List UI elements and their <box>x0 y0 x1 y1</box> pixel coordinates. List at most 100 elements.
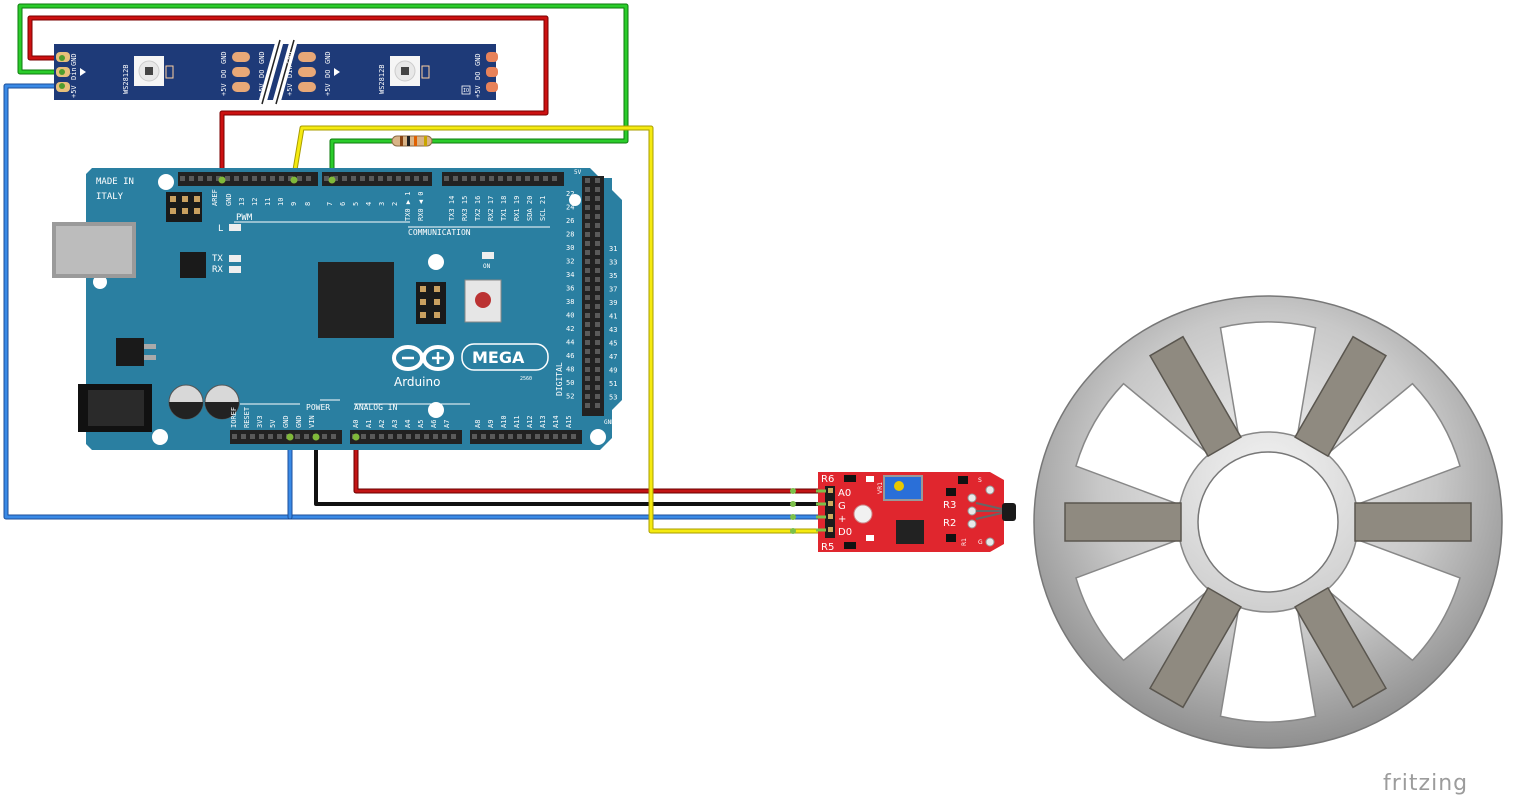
pin-label-digital: 51 <box>609 380 617 388</box>
pin-hole <box>490 434 495 439</box>
capacitors <box>168 384 240 420</box>
strip-mid-do-label: DO <box>220 70 228 78</box>
pin-hole <box>585 223 590 228</box>
magnets <box>1064 335 1472 709</box>
pin-label-digital: 34 <box>566 271 574 279</box>
pin-label-top: 7 <box>326 202 334 206</box>
pin-label-comm: TX3 14 <box>448 196 456 221</box>
pin-hole <box>585 394 590 399</box>
pin-hole <box>585 286 590 291</box>
arduino-mega-board: MADE IN ITALY PWM COMMUNICATION L TX RX … <box>52 168 622 450</box>
pin-hole <box>342 176 347 181</box>
pin-hole <box>595 241 600 246</box>
pin-label-power: 5V <box>269 419 277 428</box>
sensor-d0-label: D0 <box>838 527 852 538</box>
pin-label-comm: TX1 18 <box>500 196 508 221</box>
pin-label-analog: A5 <box>417 420 425 428</box>
pin-label-digital: 26 <box>566 217 574 225</box>
led-chip-1: WS2812B <box>122 56 174 94</box>
strip-mid-5v-label: +5V <box>220 83 228 96</box>
pin-label-digital: 37 <box>609 286 617 294</box>
pin-hole <box>595 232 600 237</box>
pin-hole <box>544 434 549 439</box>
pin-label-top: GND <box>225 193 233 206</box>
pin-label-digital: 53 <box>609 394 617 402</box>
pin-hole <box>571 434 576 439</box>
pin-hole <box>595 178 600 183</box>
model-sub-label: 2560 <box>520 376 532 382</box>
pin-hole <box>585 241 590 246</box>
pin-label-analog: A2 <box>378 420 386 428</box>
strip-mid-gnd-label-3: GND <box>286 51 294 64</box>
pin-label-digital: 38 <box>566 298 574 306</box>
sensor-r5-label: R5 <box>821 542 834 553</box>
strip-pin-din-label: Din <box>70 67 78 80</box>
pin-label-comm: RX2 17 <box>487 196 495 221</box>
pin-label-digital: 28 <box>566 231 574 239</box>
pin-hole <box>595 223 600 228</box>
pin-hole <box>595 286 600 291</box>
pin-hole <box>585 268 590 273</box>
wheel-cutout <box>1075 538 1211 662</box>
digital-label: DIGITAL <box>555 362 564 396</box>
pin-label-digital: 43 <box>609 326 617 334</box>
brand-label: Arduino <box>394 375 440 389</box>
pin-label-digital: 49 <box>609 367 617 375</box>
strip-middle-pads <box>232 52 316 92</box>
sensor-s-label: S <box>978 477 982 484</box>
strip-side-mark: IO <box>463 88 469 94</box>
strip-pin-gnd-label: GND <box>70 53 78 66</box>
pin-label-digital: 33 <box>609 259 617 267</box>
pin-label-digital: 35 <box>609 272 617 280</box>
pin-label-top: 5 <box>352 202 360 206</box>
pin-hole <box>388 434 393 439</box>
pin-label-top: RX0 ◀ 0 <box>417 191 425 221</box>
pin-hole <box>552 176 557 181</box>
pin-hole <box>288 176 293 181</box>
pin-label-analog: A10 <box>500 415 508 428</box>
pin-hole <box>406 434 411 439</box>
mcu-chip <box>318 262 394 338</box>
pin-hole <box>585 277 590 282</box>
pin-hole <box>585 304 590 309</box>
header-5v-label: 5V <box>574 169 582 176</box>
pin-label-digital: 41 <box>609 313 617 321</box>
magnet <box>1149 586 1242 709</box>
strip-mid-5v-label-4: +5V <box>324 83 332 96</box>
pin-hole <box>595 313 600 318</box>
pin-hole <box>553 434 558 439</box>
pin-label-top: 12 <box>251 198 259 206</box>
pin-hole <box>232 434 237 439</box>
pin-label-top: 3 <box>378 202 386 206</box>
pin-label-top: 11 <box>264 198 272 206</box>
pin-hole <box>333 176 338 181</box>
pin-hole <box>361 434 366 439</box>
power-label: POWER <box>306 403 330 412</box>
strip-mid-do-label-4: DO <box>324 70 332 78</box>
sensor-r1-label: R1 <box>961 538 968 546</box>
pin-hole <box>595 385 600 390</box>
pin-hole <box>595 196 600 201</box>
pin-hole <box>433 434 438 439</box>
led-rx-label: RX <box>212 265 223 275</box>
pwm-label: PWM <box>236 213 253 223</box>
sensor-r3-label: R3 <box>943 500 956 511</box>
pin-hole <box>322 434 327 439</box>
magnet <box>1149 335 1242 458</box>
pin-hole <box>198 176 203 181</box>
pin-label-analog: A4 <box>404 420 412 428</box>
pin-hole <box>471 176 476 181</box>
pin-hole <box>423 176 428 181</box>
pin-hole <box>535 434 540 439</box>
pin-hole <box>234 176 239 181</box>
pin-label-digital: 52 <box>566 393 574 401</box>
pin-hole <box>516 176 521 181</box>
pin-hole <box>595 214 600 219</box>
pin-hole <box>268 434 273 439</box>
pin-hole <box>405 176 410 181</box>
pin-label-digital: 39 <box>609 299 617 307</box>
header-digital-top <box>322 172 432 186</box>
pin-hole <box>180 176 185 181</box>
pin-hole <box>370 434 375 439</box>
pin-label-analog: A12 <box>526 415 534 428</box>
